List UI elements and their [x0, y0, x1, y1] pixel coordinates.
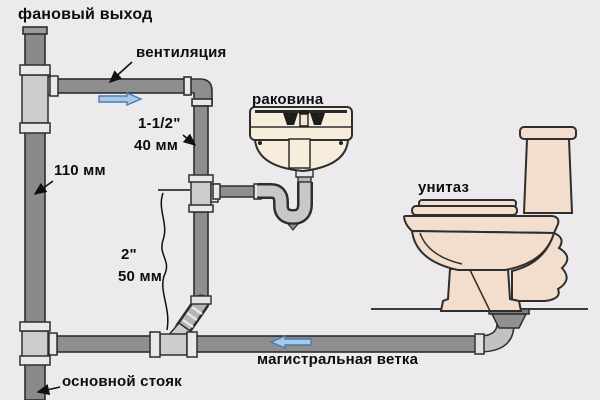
label-branch-pipe-inch: 2" [121, 246, 137, 263]
label-branch-pipe-mm: 50 мм [118, 268, 163, 285]
label-toilet: унитаз [418, 179, 470, 196]
label-ventilation: вентиляция [136, 44, 227, 61]
main-branch-flow-arrow [269, 334, 312, 350]
trap-cleanout-plug [286, 223, 300, 231]
sink-branch-vertical-pipe [193, 105, 209, 179]
wye-fitting [149, 321, 198, 358]
p-trap [257, 165, 314, 231]
label-stack-size: 110 мм [54, 162, 106, 179]
label-sink: раковина [252, 91, 324, 108]
main-branch-pipe [55, 335, 480, 353]
dimension-squiggle [160, 192, 169, 331]
label-main-riser: основной стояк [62, 373, 182, 390]
vent-pipe [56, 76, 213, 107]
stack-tee-top [19, 64, 59, 134]
toilet-fixture [402, 126, 577, 312]
sink-fixture [249, 106, 353, 173]
label-sink-pipe-mm: 40 мм [134, 137, 179, 154]
vent-flow-arrow [98, 91, 143, 107]
stack-tee-bottom [19, 321, 58, 366]
branch-drop-pipe [193, 211, 209, 303]
annotation-lines [33, 61, 197, 395]
corrugated-45-bend [174, 294, 212, 338]
label-sink-pipe-inch: 1-1/2" [138, 115, 181, 132]
label-main-branch: магистральная ветка [257, 351, 419, 368]
toilet-outlet-connection [474, 308, 530, 355]
faucet [283, 110, 325, 127]
label-fan-outlet: фановый выход [18, 6, 153, 23]
trap-arm-pipe [212, 183, 262, 200]
